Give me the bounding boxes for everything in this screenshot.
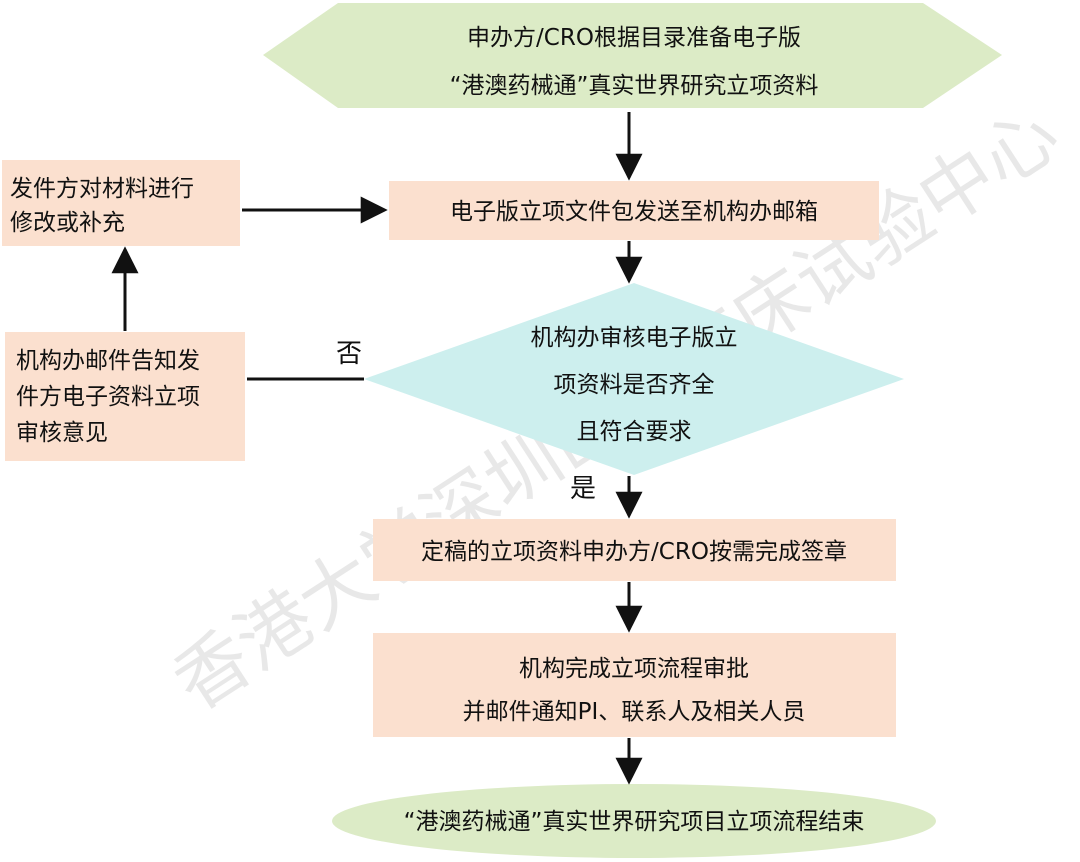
- approve-node: 机构完成立项流程审批 并邮件通知PI、联系人及相关人员: [373, 633, 896, 737]
- start-hexagon-shape: [263, 3, 1002, 108]
- edge-label-yes: 是: [570, 474, 596, 504]
- notify-sender-line1: 机构办邮件告知发: [16, 348, 200, 374]
- start-node-line2: “港澳药械通”真实世界研究立项资料: [450, 73, 819, 99]
- notify-sender-line3: 审核意见: [16, 420, 108, 446]
- revise-node: 发件方对材料进行 修改或补充: [2, 160, 240, 246]
- start-node: 申办方/CRO根据目录准备电子版 “港澳药械通”真实世界研究立项资料: [263, 3, 1002, 108]
- end-ellipse: [332, 784, 936, 858]
- sign-node: 定稿的立项资料申办方/CRO按需完成签章: [373, 519, 896, 581]
- review-decision-line2: 项资料是否齐全: [554, 372, 715, 398]
- revise-line1: 发件方对材料进行: [10, 176, 194, 202]
- sign-label: 定稿的立项资料申办方/CRO按需完成签章: [421, 539, 847, 565]
- revise-line2: 修改或补充: [10, 210, 125, 236]
- start-node-line1: 申办方/CRO根据目录准备电子版: [467, 25, 801, 51]
- notify-sender-line2: 件方电子资料立项: [16, 384, 200, 410]
- review-decision-line3: 且符合要求: [577, 419, 692, 445]
- send-package-box: [389, 181, 879, 240]
- revise-box: [2, 160, 240, 246]
- approve-box: [373, 633, 896, 737]
- approve-line2: 并邮件通知PI、联系人及相关人员: [463, 699, 806, 725]
- notify-sender-node: 机构办邮件告知发 件方电子资料立项 审核意见: [5, 332, 245, 461]
- edge-label-no: 否: [336, 339, 362, 369]
- sign-box: [373, 519, 896, 581]
- send-package-node: 电子版立项文件包发送至机构办邮箱: [389, 181, 879, 240]
- approve-line1: 机构完成立项流程审批: [519, 656, 749, 682]
- review-decision-node: 机构办审核电子版立 项资料是否齐全 且符合要求: [364, 283, 904, 475]
- review-decision-diamond: [364, 283, 904, 475]
- end-label: “港澳药械通”真实世界研究项目立项流程结束: [404, 809, 865, 835]
- send-package-label: 电子版立项文件包发送至机构办邮箱: [450, 199, 818, 225]
- connectors: [111, 112, 643, 785]
- review-decision-line1: 机构办审核电子版立: [531, 325, 738, 351]
- notify-sender-box: [5, 332, 245, 461]
- end-node: “港澳药械通”真实世界研究项目立项流程结束: [332, 784, 936, 858]
